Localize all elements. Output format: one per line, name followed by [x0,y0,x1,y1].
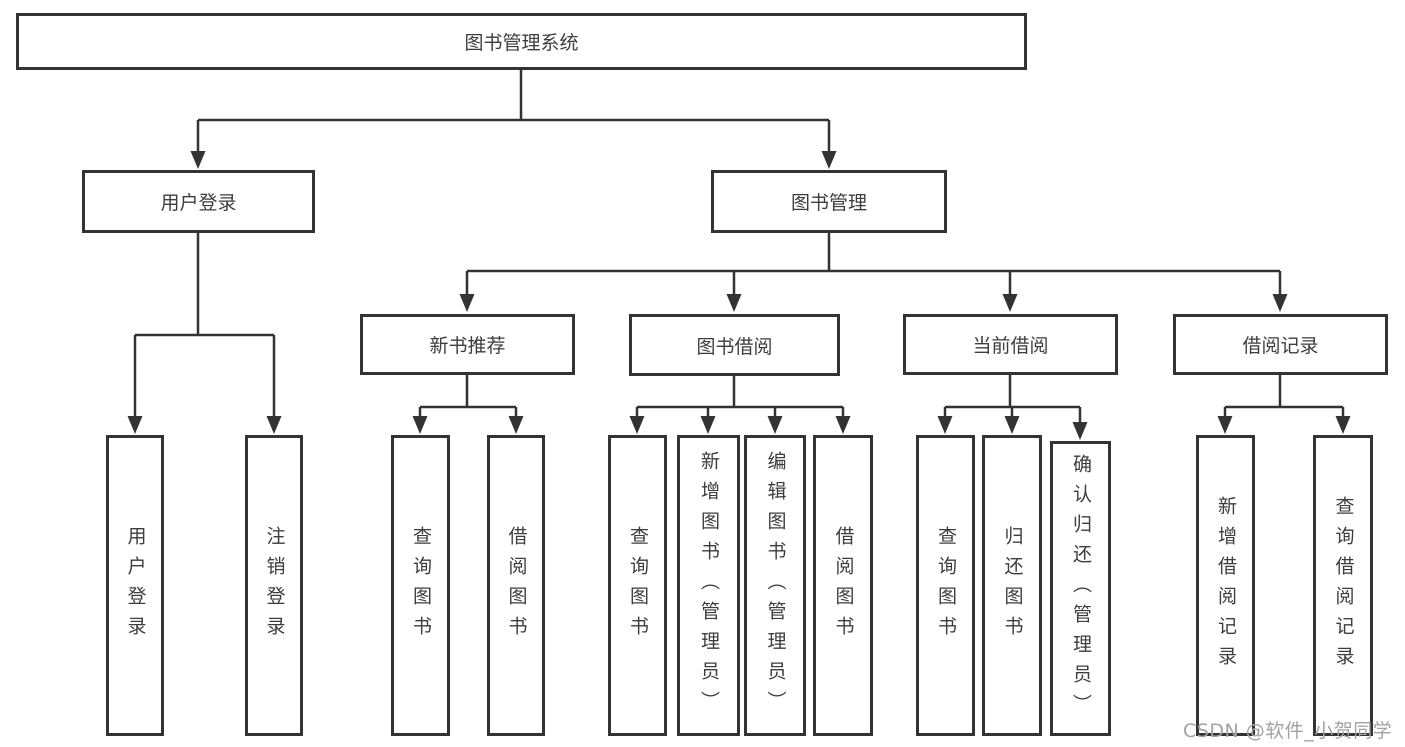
node-leaf-br-add-record-label: 新增借阅记录 [1215,495,1237,676]
node-leaf-cb-confirm-return-admin-label: 确认归还（管理员） [1070,453,1092,724]
node-leaf-user-login: 用户登录 [106,435,164,736]
node-borrow-record-label: 借阅记录 [1242,335,1319,357]
csdn-watermark: CSDN @软件_小贺同学 [1183,720,1393,742]
arrowhead-bb-query [629,416,645,434]
node-book-mgmt-label: 图书管理 [790,192,867,214]
node-leaf-bb-query-books-label: 查询图书 [627,525,649,646]
arrowhead-logout [266,416,282,434]
node-user-login-label: 用户登录 [160,192,237,214]
node-leaf-cb-return-books-label: 归还图书 [1001,525,1024,646]
node-leaf-logout-label: 注销登录 [263,525,286,646]
arrowhead-cb-query [937,416,953,434]
node-leaf-rec-borrow-books-label: 借阅图书 [505,525,528,646]
arrowhead-login [127,416,143,434]
arrowhead-rec-query [412,416,428,434]
node-leaf-cb-return-books: 归还图书 [982,435,1042,736]
node-book-borrow: 图书借阅 [629,314,840,376]
node-leaf-bb-borrow-books-label: 借阅图书 [832,525,855,646]
node-leaf-logout: 注销登录 [245,435,303,736]
arrowhead-br-add [1217,416,1233,434]
arrowhead-cb-confirm [1072,422,1088,440]
node-leaf-rec-borrow-books: 借阅图书 [487,435,545,736]
node-book-borrow-label: 图书借阅 [696,335,773,358]
node-root: 图书管理系统 [16,13,1027,70]
node-new-book-recommend-label: 新书推荐 [429,335,506,357]
node-new-book-recommend: 新书推荐 [360,314,575,375]
node-leaf-bb-add-books-admin: 新增图书（管理员） [677,435,740,736]
arrowhead-borrow-record [1272,294,1288,312]
arrowhead-br-query [1335,416,1351,434]
node-root-label: 图书管理系统 [464,32,579,54]
node-leaf-bb-borrow-books: 借阅图书 [813,435,873,736]
node-current-borrow-label: 当前借阅 [972,335,1049,357]
arrowhead-bb-add [700,416,716,434]
node-leaf-bb-edit-books-admin: 编辑图书（管理员） [744,435,806,736]
arrowhead-new-rec [459,294,475,312]
arrowhead-cb-return [1004,416,1020,434]
node-leaf-cb-query-books: 查询图书 [916,435,975,736]
node-leaf-bb-query-books: 查询图书 [608,435,667,736]
node-user-login: 用户登录 [82,170,315,233]
node-leaf-rec-query-books-label: 查询图书 [410,525,432,646]
node-current-borrow: 当前借阅 [903,314,1118,375]
arrowhead-current-borrow [1002,294,1018,312]
arrowhead-bb-edit [767,416,783,434]
node-leaf-br-query-record-label: 查询借阅记录 [1332,495,1355,676]
node-leaf-rec-query-books: 查询图书 [391,435,450,736]
node-leaf-bb-edit-books-admin-label: 编辑图书（管理员） [764,450,787,721]
node-leaf-br-add-record: 新增借阅记录 [1196,435,1255,736]
arrowhead-rec-borrow [508,416,524,434]
arrowhead-book-mgmt [821,151,837,169]
node-leaf-br-query-record: 查询借阅记录 [1313,435,1373,736]
node-leaf-cb-query-books-label: 查询图书 [935,525,957,646]
arrowhead-bb-borrow [835,416,851,434]
arrowhead-book-borrow [726,294,742,312]
node-borrow-record: 借阅记录 [1173,314,1388,375]
arrowhead-user-login [190,151,206,169]
node-book-mgmt: 图书管理 [711,170,947,233]
node-leaf-cb-confirm-return-admin: 确认归还（管理员） [1050,441,1111,736]
node-leaf-user-login-label: 用户登录 [124,525,147,646]
node-leaf-bb-add-books-admin-label: 新增图书（管理员） [698,450,720,721]
